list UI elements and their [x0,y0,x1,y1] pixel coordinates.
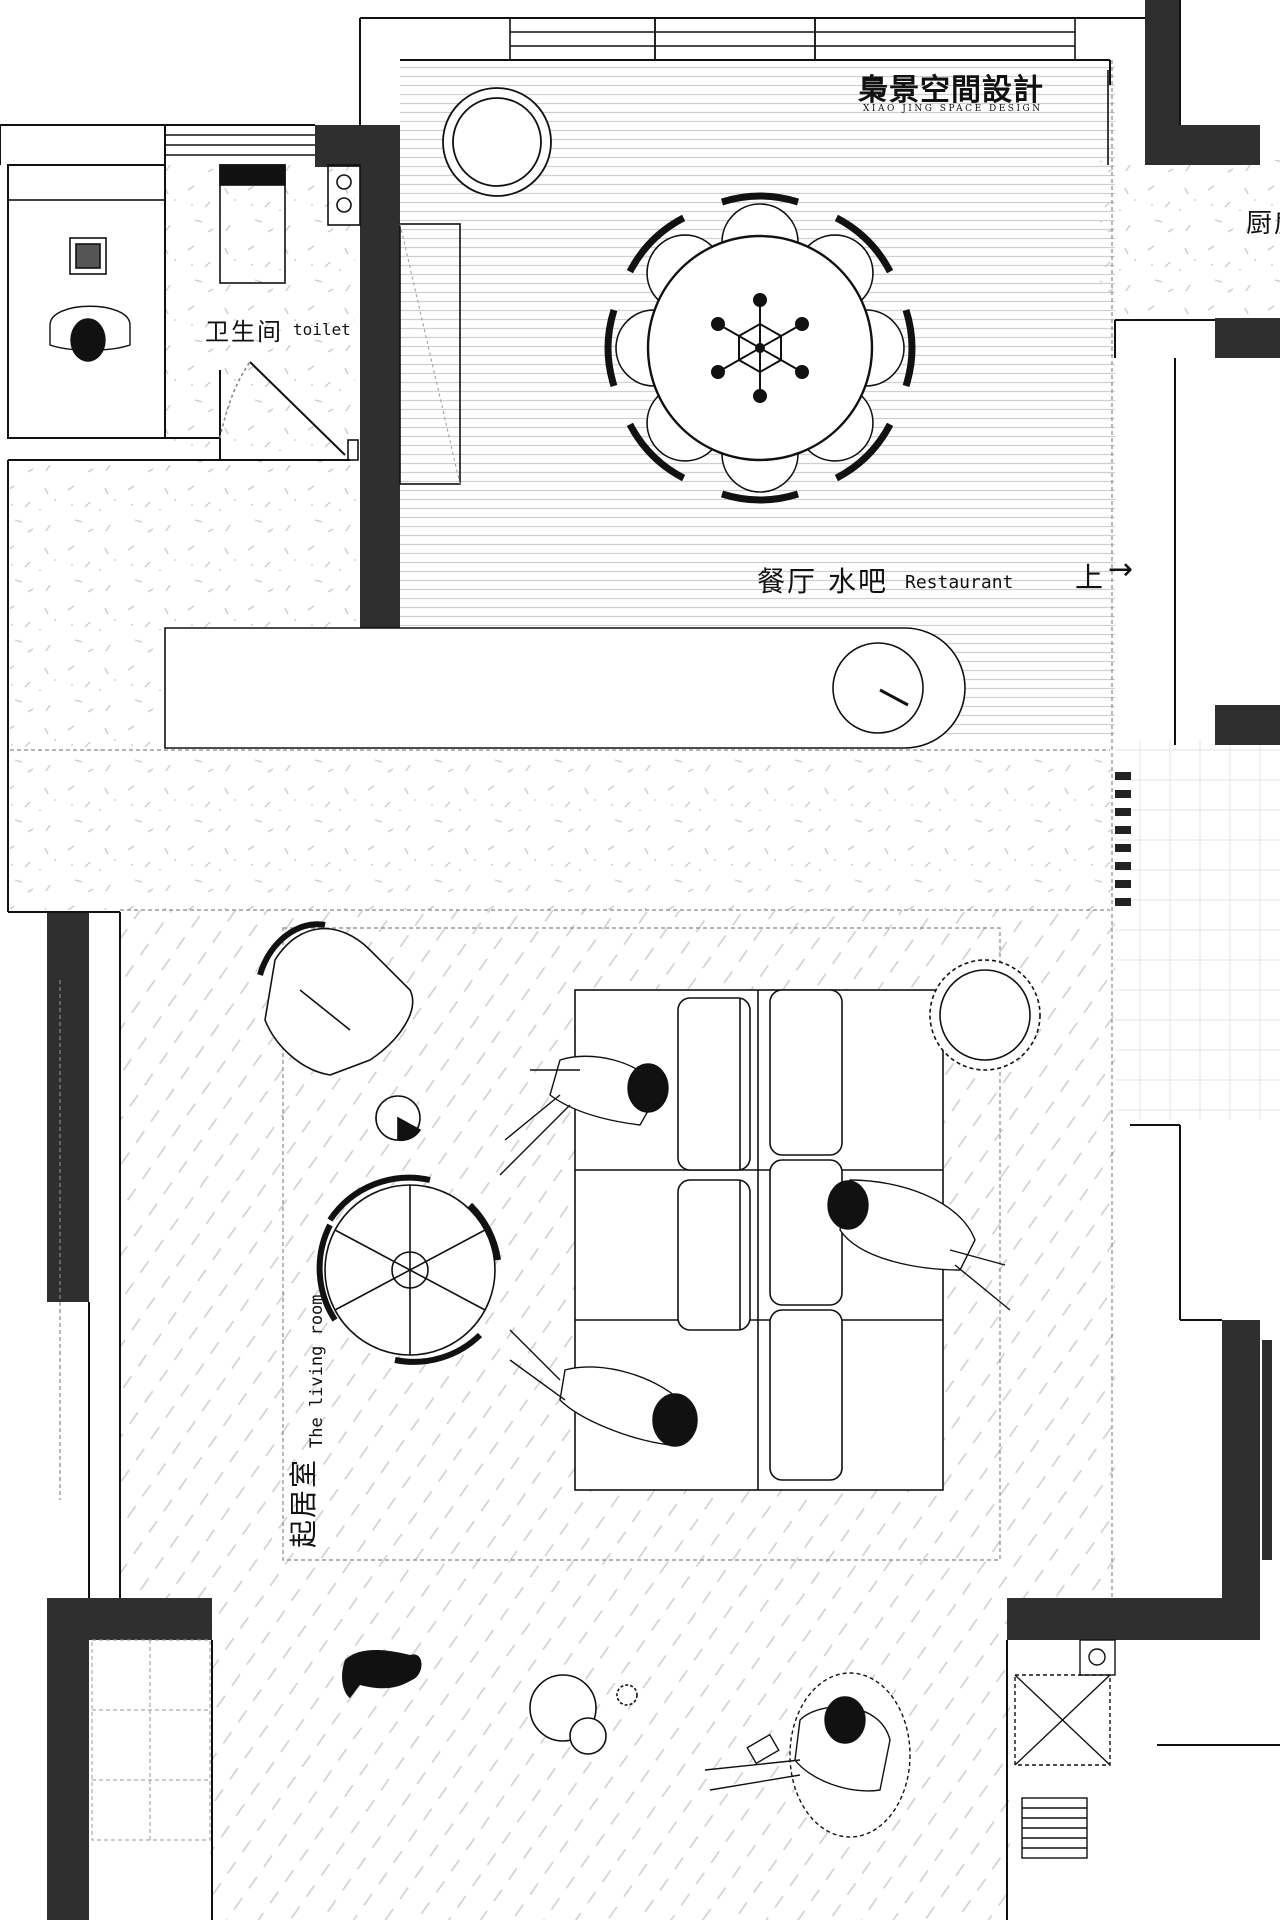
windows [165,17,1109,165]
bathroom-fixtures [7,164,361,461]
brand-logo: 梟景空間設計 [858,73,1044,108]
person-living-icon [827,1179,1011,1311]
vanity-counter [7,164,166,201]
dining-chair-back [626,422,686,482]
dining-table [604,192,916,504]
coffee-table [316,1174,501,1365]
dining-chair-back [902,308,916,388]
lounge-chair [257,921,414,1076]
living-room-label-en: The living room [307,1294,327,1448]
restaurant-label-zh: 餐厅 [757,565,818,598]
water-bar-label-zh: 水吧 [828,565,889,598]
dining-chair-back [720,192,800,206]
floor-drain [69,237,107,275]
bathroom-floor [165,165,355,465]
dining-chair-back [626,214,686,274]
partition [399,223,461,485]
stairs-arrow-icon: → [1108,552,1136,587]
toilet-label-en: toilet [293,320,351,339]
person-living-icon [509,1329,698,1447]
dog-icon [342,1650,422,1698]
kitchen-label-zh: 厨房 [1246,209,1280,239]
small-table [375,1095,422,1142]
kitchen-sink [1014,1639,1116,1859]
counter-with-sink [164,627,966,749]
person-bathroom-icon [49,305,131,362]
dining-chair-back [720,490,800,504]
bottom-side-table [529,1674,638,1755]
stairs-up-label: 上 [1075,561,1106,594]
living-room-label-zh: 起居室 [287,1457,320,1548]
restaurant-label-en: Restaurant [905,572,1014,593]
right-corridor-floor [1115,740,1280,1120]
kitchen-floor [1100,160,1280,320]
dining-chair-back [834,422,894,482]
bathroom-door-swing [219,361,346,456]
chandelier-icon [711,293,809,403]
person-living-icon [499,1055,669,1176]
brand-subtitle: XIAO JING SPACE DESIGN [863,104,1043,114]
side-table-right [929,959,1041,1071]
left-storage-tiles [91,1639,211,1841]
stair-treads [1115,772,1131,906]
dining-chair-back [834,214,894,274]
dashed-boundaries [10,60,1113,1600]
hall-floor [10,750,1115,910]
outlet-box [327,164,361,226]
person-lounge-icon [704,1672,911,1838]
toilet-label-zh: 卫生间 [205,318,283,346]
dining-chair-back [604,308,618,388]
round-side-table [442,87,552,197]
